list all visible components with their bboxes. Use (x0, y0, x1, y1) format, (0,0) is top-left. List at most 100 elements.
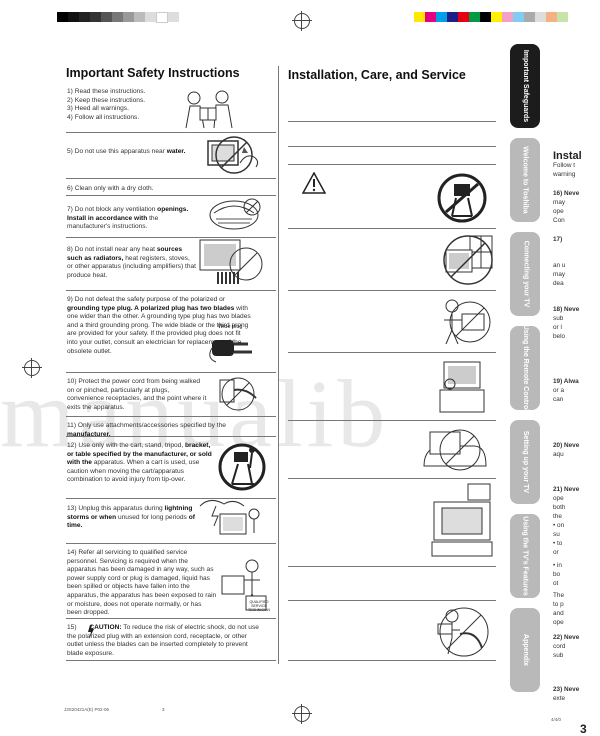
next-page-line: may (553, 271, 566, 278)
crowded-furniture-icon (431, 483, 493, 557)
next-page-line: sub (553, 652, 564, 659)
wide-plug-label: Wide plug (218, 324, 243, 330)
divider (288, 121, 496, 122)
tab-welcome-to-toshiba[interactable]: Welcome to Toshiba (510, 138, 540, 222)
next-page-line: Con (553, 217, 565, 224)
next-page-line: may (553, 199, 566, 206)
divider (66, 660, 276, 661)
service-technician-icon (221, 559, 267, 611)
next-page-line: 19) Alwa (553, 378, 579, 385)
polarized-plug-icon (209, 340, 252, 363)
heat-source-icon (199, 239, 263, 284)
ventilation-block-icon (209, 198, 261, 230)
tab-using-the-remote-control[interactable]: Using the Remote Control (510, 324, 540, 412)
color-bar-process (414, 12, 568, 22)
next-page-line: or l (553, 324, 562, 331)
tab-connecting-your-tv[interactable]: Connecting your TV (510, 232, 540, 316)
divider (288, 566, 496, 567)
next-page-line: 23) Neve (553, 686, 580, 693)
left-title: Important Safety Instructions (66, 66, 240, 80)
next-page-line: • in (553, 562, 562, 569)
next-page-line: sub (553, 315, 564, 322)
next-page-line: bo (553, 571, 561, 578)
tab-label: Using the TV's Features (522, 516, 529, 596)
safety-item-9: 9) Do not defeat the safety purpose of t… (67, 296, 251, 355)
next-page-line: 17) (553, 236, 563, 243)
next-page-line: belo (553, 333, 566, 340)
no-handle-plug-icon (444, 299, 491, 345)
tab-label: Setting up your TV (522, 430, 530, 494)
vacuum-cleaner-icon (437, 607, 489, 657)
divider (66, 290, 276, 291)
divider (288, 290, 496, 291)
next-page-line: • to (553, 540, 563, 547)
watermark-text: manualib (0, 360, 390, 467)
registration-mark-left (22, 358, 42, 378)
registration-mark-top (292, 11, 312, 31)
safety-item-14: 14) Refer all servicing to qualified ser… (67, 549, 217, 617)
next-page-line: an u (553, 262, 566, 269)
next-page-line: The (553, 592, 565, 599)
next-page-line: 16) Neve (553, 190, 580, 197)
tab-important-safeguards[interactable]: Important Safeguards (510, 44, 540, 128)
child-climbing-icon (439, 361, 485, 413)
safety-item-12: 12) Use only with the cart, stand, tripo… (67, 442, 212, 484)
cart-tipover-icon (218, 443, 266, 491)
column-divider (278, 66, 279, 664)
tab-label: Connecting your TV (522, 240, 529, 308)
next-page-heading: Instal (553, 150, 582, 162)
next-page-line: ot (553, 580, 559, 587)
next-page-line: or a (553, 387, 565, 394)
divider (66, 618, 276, 619)
divider (288, 600, 496, 601)
next-page-line: to p (553, 601, 564, 608)
next-page-line: ope (553, 208, 564, 215)
divider (66, 178, 276, 179)
next-page-line: 20) Neve (553, 442, 580, 449)
next-page-line: su (553, 531, 560, 538)
next-page-line: dea (553, 280, 564, 287)
next-page-line: ope (553, 619, 564, 626)
next-page-line: 22) Neve (553, 634, 580, 641)
sofa-cord-icon (423, 429, 487, 471)
no-window-icon (443, 235, 493, 285)
divider (66, 543, 276, 544)
next-page-line: exte (553, 695, 566, 702)
tab-label: Using the Remote Control (522, 324, 529, 412)
tab-appendix[interactable]: Appendix (510, 608, 540, 692)
reading-person-icon (185, 90, 233, 129)
warning-triangle-icon (302, 172, 326, 194)
next-page-line: 18) Neve (553, 306, 580, 313)
registration-mark-bottom (292, 704, 312, 724)
next-page-line: aqu (553, 451, 564, 458)
next-page-line: or (553, 549, 559, 556)
divider (66, 237, 276, 238)
safety-item-10: 10) Protect the power cord from being wa… (67, 378, 207, 411)
no-water-icon (207, 136, 259, 174)
next-page-line: 21) Neve (553, 486, 580, 493)
tab-setting-up-your-tv[interactable]: Setting up your TV (510, 420, 540, 504)
service-label: QUALIFIED SERVICE TECHNICIAN (248, 600, 270, 612)
divider (288, 352, 496, 353)
next-page-line: both (553, 504, 566, 511)
middle-title: Installation, Care, and Service (288, 68, 466, 82)
divider (288, 660, 496, 661)
safety-item-15: 15) CAUTION: To reduce the risk of elect… (67, 624, 259, 657)
safety-item-1-4: 1) Read these instructions.2) Keep these… (67, 88, 146, 121)
next-page-line: and (553, 610, 564, 617)
tab-label: Important Safeguards (522, 49, 530, 123)
footer-center: 3 (162, 707, 165, 712)
color-bar-grayscale (57, 12, 190, 23)
tv-tipover-icon (437, 173, 487, 223)
divider (66, 416, 276, 417)
next-page-line: the (553, 513, 562, 520)
divider (66, 372, 276, 373)
safety-item-13: 13) Unplug this apparatus during lightni… (67, 505, 195, 530)
divider (66, 132, 276, 133)
safety-item-8: 8) Do not install near any heat sources … (67, 246, 197, 279)
divider (288, 146, 496, 147)
next-page-line: Follow t (553, 162, 576, 169)
safety-item-6: 6) Clean only with a dry cloth. (67, 185, 154, 192)
tab-using-the-tv-s-features[interactable]: Using the TV's Features (510, 514, 540, 598)
footer-right: 4/4/0 (551, 717, 562, 722)
